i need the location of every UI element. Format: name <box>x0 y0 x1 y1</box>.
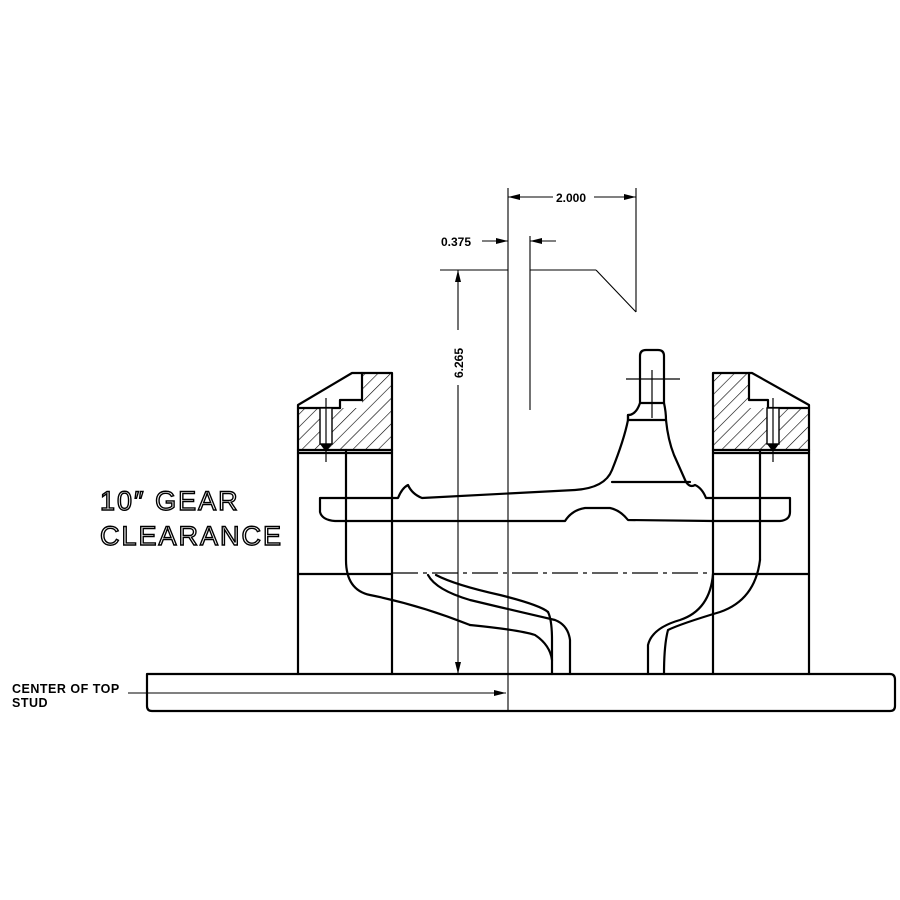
center-stud-note: CENTER OF TOP STUD <box>12 682 506 710</box>
dimension-6265-label: 6.265 <box>452 348 466 378</box>
pinion-shaft <box>626 348 680 422</box>
note-line-1: CENTER OF TOP <box>12 682 120 696</box>
dimension-0375: 0.375 <box>441 235 556 410</box>
cap-block-right <box>711 371 811 462</box>
cap-block-left <box>296 371 394 462</box>
housing-right <box>711 448 811 676</box>
base-plate <box>145 672 897 713</box>
ring-gear <box>318 418 792 523</box>
housing-left <box>296 448 472 676</box>
carrier-lower <box>426 558 762 676</box>
dimension-0375-label: 0.375 <box>441 235 471 249</box>
gear-clearance-callout: 10″ GEAR CLEARANCE <box>99 485 283 551</box>
callout-line-1: 10″ GEAR <box>100 486 240 516</box>
callout-line-2: CLEARANCE <box>100 521 283 551</box>
note-line-2: STUD <box>12 696 48 710</box>
dimension-6265: 6.265 <box>440 269 508 674</box>
dimension-2000-label: 2.000 <box>556 191 586 205</box>
dimension-2000: 2.000 <box>507 188 637 711</box>
